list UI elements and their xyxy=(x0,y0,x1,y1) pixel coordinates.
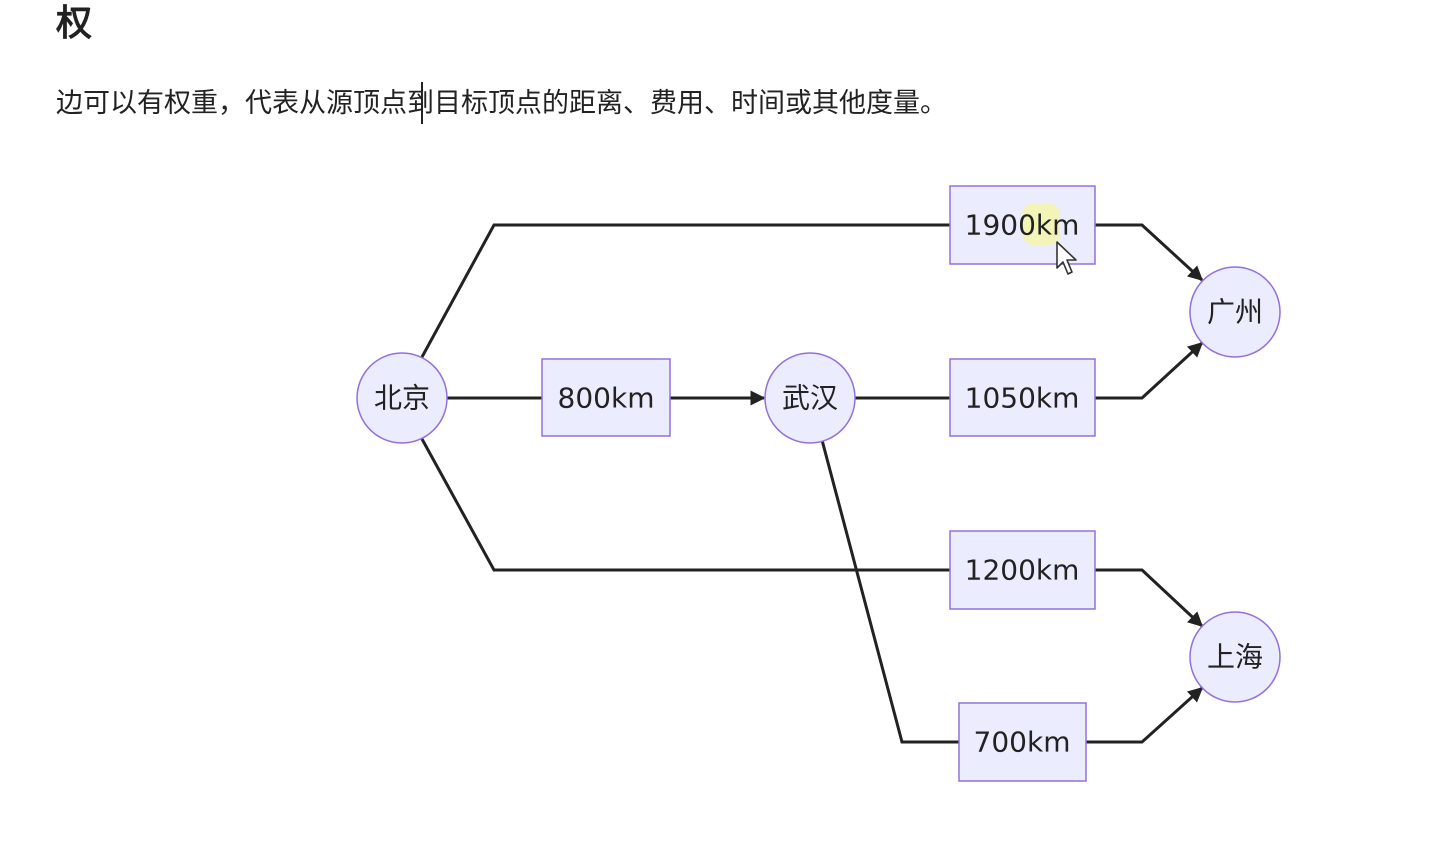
node-shanghai-label: 上海 xyxy=(1207,641,1263,674)
weight-box-1050km[interactable]: 1050km xyxy=(949,358,1096,437)
edge-beijing-to-1900km xyxy=(420,223,950,358)
node-beijing[interactable]: 北京 xyxy=(356,352,448,444)
text-caret xyxy=(421,82,423,124)
weight-label-1050km: 1050km xyxy=(965,382,1080,415)
node-beijing-label: 北京 xyxy=(374,382,430,415)
weight-label-1200km: 1200km xyxy=(965,554,1080,587)
weight-box-700km[interactable]: 700km xyxy=(958,702,1087,782)
edge-700km-to-shanghai xyxy=(1086,686,1204,744)
node-shanghai[interactable]: 上海 xyxy=(1189,611,1281,703)
hover-highlight xyxy=(1022,203,1060,245)
node-guangzhou-label: 广州 xyxy=(1207,296,1263,329)
weight-label-800km: 800km xyxy=(558,382,655,415)
weight-label-1900km: 1900km xyxy=(965,209,1080,242)
edge-1200km-to-shanghai xyxy=(1095,568,1204,628)
node-wuhan[interactable]: 武汉 xyxy=(764,352,856,444)
edge-1900km-to-guangzhou xyxy=(1095,223,1204,282)
edge-beijing-to-1200km xyxy=(420,438,950,572)
mouse-pointer-icon xyxy=(1056,241,1077,275)
edge-wuhan-to-700km xyxy=(820,439,959,744)
weight-box-1900km[interactable]: 1900km xyxy=(949,185,1096,265)
weight-label-700km: 700km xyxy=(974,726,1071,759)
weight-box-1200km[interactable]: 1200km xyxy=(949,530,1096,610)
node-wuhan-label: 武汉 xyxy=(782,382,838,415)
description-paragraph[interactable]: 边可以有权重，代表从源顶点到目标顶点的距离、费用、时间或其他度量。 xyxy=(56,88,947,119)
edges xyxy=(420,223,1204,744)
edge-1050km-to-guangzhou xyxy=(1095,341,1204,400)
weight-box-800km[interactable]: 800km xyxy=(541,358,671,437)
section-heading: 权 xyxy=(56,3,93,44)
node-guangzhou[interactable]: 广州 xyxy=(1189,266,1281,358)
